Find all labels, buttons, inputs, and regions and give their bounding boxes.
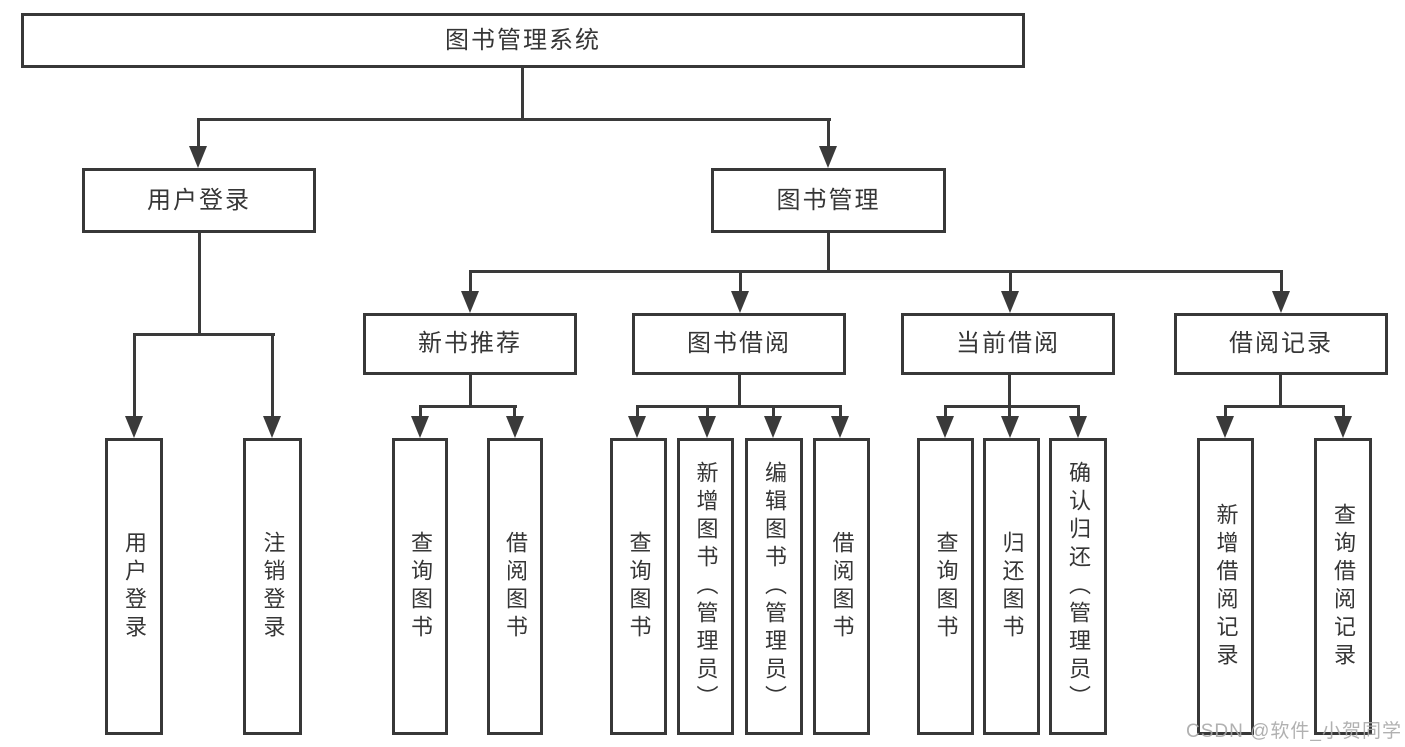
connector-to-bb-query — [636, 405, 639, 419]
node-label: 图书借阅 — [687, 330, 791, 357]
connector-bookmgmt-stem — [827, 233, 830, 273]
connector-to-rec-borrow — [513, 405, 516, 419]
node-label: 借阅图书 — [503, 530, 528, 643]
connector-root-stem — [521, 68, 524, 120]
connector-root-to-book-mgmt — [827, 118, 830, 152]
connector-to-borrow-record — [1280, 270, 1283, 297]
connector-root-to-user-login — [197, 118, 200, 152]
node-leaf-user-login: 用户登录 — [105, 438, 163, 735]
node-label: 查询图书 — [626, 530, 652, 643]
node-leaf-bb-edit-book-admin: 编辑图书（管理员） — [745, 438, 803, 735]
node-label: 新增借阅记录 — [1213, 502, 1239, 671]
connector-br-bar — [1224, 405, 1345, 408]
connector-cb-stem — [1008, 375, 1011, 407]
node-label: 用户登录 — [147, 186, 251, 214]
node-label: 编辑图书（管理员） — [762, 460, 787, 713]
arrow-down-icon — [1001, 291, 1019, 313]
arrow-down-icon — [411, 416, 429, 438]
connector-cb-bar — [944, 405, 1080, 408]
connector-to-book-borrow — [739, 270, 742, 297]
node-leaf-bb-query-book: 查询图书 — [610, 438, 667, 735]
node-label: 借阅图书 — [829, 530, 855, 643]
connector-to-logout — [271, 333, 274, 421]
connector-bb-bar — [636, 405, 842, 408]
node-label: 归还图书 — [999, 530, 1025, 643]
arrow-down-icon — [1272, 291, 1290, 313]
arrow-down-icon — [263, 416, 281, 438]
arrow-down-icon — [698, 416, 716, 438]
connector-to-cb-confirm — [1077, 405, 1080, 419]
connector-rec-stem — [469, 375, 472, 407]
node-label: 确认归还（管理员） — [1066, 460, 1091, 713]
node-leaf-br-add-record: 新增借阅记录 — [1197, 438, 1254, 735]
connector-bookmgmt-bar — [469, 270, 1283, 273]
node-user-login: 用户登录 — [82, 168, 316, 233]
arrow-down-icon — [731, 291, 749, 313]
connector-to-bb-add — [706, 405, 709, 419]
node-library-management-system: 图书管理系统 — [21, 13, 1025, 68]
node-borrow-record: 借阅记录 — [1174, 313, 1388, 375]
node-leaf-rec-query-book: 查询图书 — [392, 438, 448, 735]
arrow-down-icon — [831, 416, 849, 438]
node-label: 查询图书 — [933, 530, 959, 643]
connector-to-current-borrow — [1009, 270, 1012, 297]
connector-to-br-add — [1224, 405, 1227, 419]
node-label: 查询图书 — [408, 530, 433, 643]
connector-userlogin-bar — [133, 333, 275, 336]
node-label: 图书管理 — [776, 186, 881, 214]
node-label: 注销登录 — [260, 530, 286, 643]
node-leaf-cb-return-book: 归还图书 — [983, 438, 1040, 735]
node-leaf-logout: 注销登录 — [243, 438, 302, 735]
node-leaf-cb-query-book: 查询图书 — [917, 438, 974, 735]
node-leaf-bb-borrow-book: 借阅图书 — [813, 438, 870, 735]
connector-userlogin-stem — [198, 233, 201, 335]
node-new-book-recommend: 新书推荐 — [363, 313, 577, 375]
arrow-down-icon — [1216, 416, 1234, 438]
connector-to-login — [133, 333, 136, 421]
node-label: 图书管理系统 — [445, 26, 601, 54]
node-label: 查询借阅记录 — [1331, 502, 1356, 671]
arrow-down-icon — [936, 416, 954, 438]
arrow-down-icon — [506, 416, 524, 438]
arrow-down-icon — [189, 146, 207, 168]
connector-to-rec-query — [419, 405, 422, 419]
connector-rec-bar — [419, 405, 517, 408]
connector-to-br-query — [1342, 405, 1345, 419]
arrow-down-icon — [628, 416, 646, 438]
node-label: 当前借阅 — [956, 330, 1060, 357]
connector-root-bar — [197, 118, 831, 121]
node-label: 新增图书（管理员） — [693, 460, 719, 713]
arrow-down-icon — [125, 416, 143, 438]
node-label: 用户登录 — [122, 530, 147, 643]
node-label: 新书推荐 — [418, 330, 522, 357]
arrow-down-icon — [764, 416, 782, 438]
connector-to-bb-borrow — [839, 405, 842, 419]
connector-to-bb-edit — [772, 405, 775, 419]
connector-to-new-book-rec — [469, 270, 472, 297]
arrow-down-icon — [461, 291, 479, 313]
node-leaf-br-query-record: 查询借阅记录 — [1314, 438, 1372, 735]
node-label: 借阅记录 — [1229, 330, 1333, 357]
connector-to-cb-query — [944, 405, 947, 419]
arrow-down-icon — [1334, 416, 1352, 438]
connector-to-cb-return — [1008, 405, 1011, 419]
node-current-borrow: 当前借阅 — [901, 313, 1115, 375]
node-book-borrow: 图书借阅 — [632, 313, 846, 375]
connector-bb-stem — [738, 375, 741, 407]
arrow-down-icon — [819, 146, 837, 168]
node-leaf-cb-confirm-return-admin: 确认归还（管理员） — [1049, 438, 1107, 735]
csdn-watermark: CSDN @软件_小贺同学 — [1186, 721, 1402, 742]
node-leaf-rec-borrow-book: 借阅图书 — [487, 438, 543, 735]
connector-br-stem — [1279, 375, 1282, 407]
node-book-management: 图书管理 — [711, 168, 946, 233]
node-leaf-bb-add-book-admin: 新增图书（管理员） — [677, 438, 734, 735]
arrow-down-icon — [1069, 416, 1087, 438]
arrow-down-icon — [1001, 416, 1019, 438]
